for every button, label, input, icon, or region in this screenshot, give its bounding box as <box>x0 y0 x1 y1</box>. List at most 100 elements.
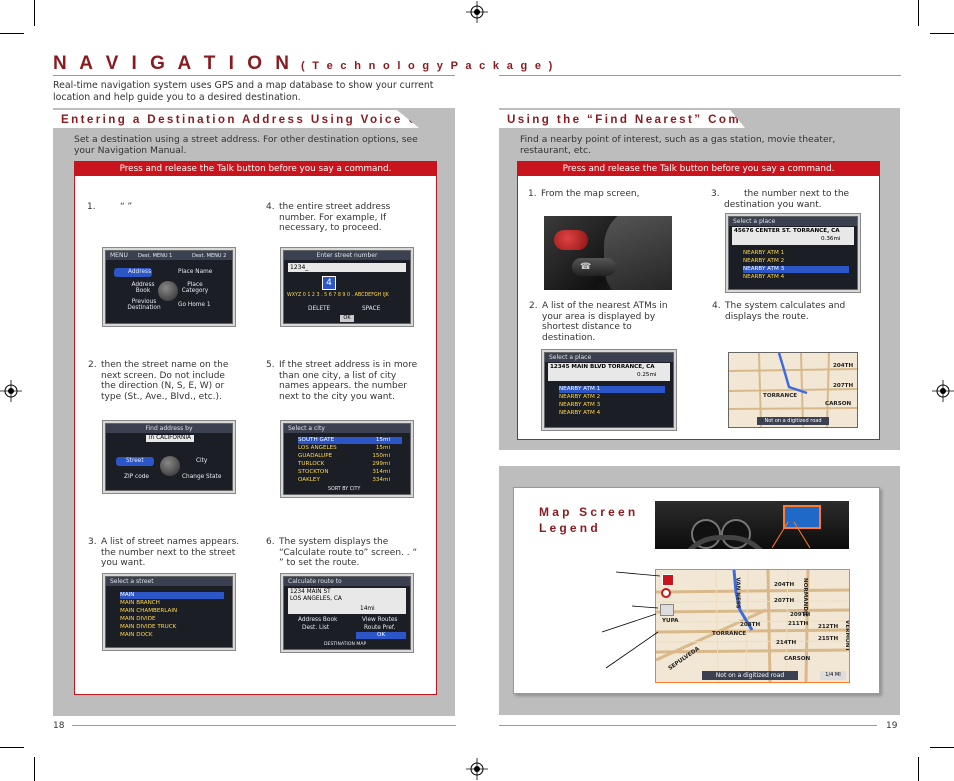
route-address-card <box>288 588 406 614</box>
voice-section-desc: Set a destination using a street address… <box>74 134 418 157</box>
map-street-label: TORRANCE <box>712 631 747 637</box>
crop-mark <box>34 0 35 26</box>
page-number-right: 19 <box>886 721 898 731</box>
menu-knob-icon <box>158 281 178 301</box>
street-row[interactable]: MAIN DIVIDE <box>120 616 156 622</box>
map-street-label: 204TH <box>833 363 854 369</box>
map-street-label: CARSON <box>825 401 852 407</box>
legend-map-roads <box>656 570 849 682</box>
place-card <box>548 363 670 381</box>
screen-bar: MENU <box>106 251 232 260</box>
place-address: 12345 MAIN BLVD TORRANCE, CA <box>550 364 655 370</box>
page-title: N A V I G A T I O N( T e c h n o l o g y… <box>53 53 555 74</box>
destination-map-label[interactable]: DESTINATION MAP <box>324 642 367 647</box>
find-step-4: 4.The system calculates and displays the… <box>712 301 846 322</box>
menu-address-book-label: Address Book <box>131 282 155 294</box>
screen-calculate-route: Calculate route to 1234 MAIN ST LOS ANGE… <box>283 576 411 650</box>
delete-key[interactable]: DELETE <box>308 306 331 312</box>
dest-list-option[interactable]: Dest. List <box>302 625 330 631</box>
steering-wheel-icon <box>675 535 775 549</box>
atm-row[interactable]: NEARBY ATM 4 <box>743 274 785 280</box>
title-rule <box>53 75 455 76</box>
keypad-row: WXYZ 0 1 2 3 . 5 6 7 8 9 0 . ABCDEFGH IJ… <box>287 293 389 298</box>
map-street-label: VERMONT <box>844 620 850 652</box>
find-step-3: 3.the number next to the destination you… <box>711 189 850 210</box>
menu-previous-destination-label: Previous Destination <box>127 299 161 311</box>
registration-mark-icon <box>932 380 954 402</box>
atm-row[interactable]: NEARBY ATM 1 <box>743 250 785 256</box>
crop-mark <box>930 33 954 34</box>
change-state-label: Change State <box>182 474 222 480</box>
street-row[interactable]: MAIN CHAMBERLAIN <box>120 608 178 614</box>
crop-mark <box>918 0 919 26</box>
street-row[interactable]: MAIN <box>120 592 224 599</box>
space-key[interactable]: SPACE <box>362 306 381 312</box>
map-poi-icon <box>661 588 671 598</box>
page-number-left: 18 <box>53 721 65 731</box>
dest-menu-2-tab: Dest. MENU 2 <box>192 253 227 259</box>
section-heading-find-nearest: Using the “Find Nearest” Command <box>499 110 745 128</box>
menu-address-button[interactable] <box>114 268 152 277</box>
phone-icon: ☎ <box>580 262 592 272</box>
route-pref-option[interactable]: Route Pref. <box>364 625 396 631</box>
atm-row[interactable]: NEARBY ATM 3 <box>743 266 849 273</box>
title-rule-right <box>499 75 901 76</box>
crop-mark <box>918 757 919 781</box>
voice-step-6: 6.The system displays the “Calculate rou… <box>266 537 418 569</box>
talk-banner: Press and release the Talk button before… <box>75 162 436 176</box>
state-label: in CALIFORNIA <box>146 435 195 442</box>
route-ok-button[interactable]: OK <box>356 632 406 639</box>
route-address-line1: 1234 MAIN ST <box>290 589 331 595</box>
route-map-roads <box>729 353 857 427</box>
intro-text: Real-time navigation system uses GPS and… <box>53 80 434 103</box>
atm-row[interactable]: NEARBY ATM 2 <box>559 394 601 400</box>
street-option[interactable] <box>116 457 154 466</box>
map-street-label: NORMANDIE <box>802 578 808 617</box>
map-street-label: 214TH <box>776 640 797 646</box>
screen-select-street: Select a street MAIN MAIN BRANCH MAIN CH… <box>105 576 233 648</box>
legend-pointer-lines <box>601 571 661 669</box>
screen-bar: Select a place <box>545 353 673 362</box>
legend-map: 204TH 207TH 209TH 211TH 212TH 214TH 215T… <box>655 569 850 683</box>
street-row[interactable]: MAIN DIVIDE TRUCK <box>120 624 177 630</box>
voice-step-2: 2.then the street name on the next scree… <box>88 360 229 402</box>
menu-place-category-label: Place Category <box>181 282 209 294</box>
street-option-label: Street <box>126 458 144 464</box>
address-book-option[interactable]: Address Book <box>298 617 338 623</box>
screen-street-number: Enter street number 1234_ 4 WXYZ 0 1 2 3… <box>283 250 411 324</box>
footer-rule-left <box>72 725 456 726</box>
map-street-label: 204TH <box>774 582 795 588</box>
street-row[interactable]: MAIN BRANCH <box>120 600 160 606</box>
menu-address-label: Address <box>128 269 152 275</box>
voice-step-4: 4.the entire street address number. For … <box>266 202 391 234</box>
menu-go-home-label: Go Home 1 <box>178 302 211 308</box>
crop-mark <box>930 747 954 748</box>
route-address-line2: LOS ANGELES, CA <box>290 596 342 602</box>
place-address: 45676 CENTER ST. TORRANCE, CA <box>734 228 840 234</box>
street-row[interactable]: MAIN DOCK <box>120 632 153 638</box>
view-routes-option[interactable]: View Routes <box>362 617 398 623</box>
atm-row[interactable]: NEARBY ATM 1 <box>559 386 665 393</box>
screen-bar: Select a city <box>284 424 410 433</box>
map-status-bar: Not on a digitized road <box>757 417 829 425</box>
crop-mark <box>34 757 35 781</box>
atm-row[interactable]: NEARBY ATM 4 <box>559 410 601 416</box>
atm-row[interactable]: NEARBY ATM 2 <box>743 258 785 264</box>
selected-digit: 4 <box>322 276 336 290</box>
atm-row[interactable]: NEARBY ATM 3 <box>559 402 601 408</box>
find-step-1: 1.From the map screen, <box>528 189 640 199</box>
screen-dest-menu: MENU Dest. MENU 1 Dest. MENU 2 Address P… <box>105 250 233 324</box>
street-number-field <box>288 263 406 272</box>
sort-by-city-label[interactable]: SORT BY CITY <box>328 487 361 492</box>
footer-rule-right <box>499 725 877 726</box>
place-distance: 0.25mi <box>637 372 657 378</box>
registration-mark-icon <box>0 380 22 402</box>
ok-key[interactable]: OK <box>340 315 354 322</box>
page-subtitle: ( T e c h n o l o g y P a c k a g e ) <box>300 60 555 72</box>
